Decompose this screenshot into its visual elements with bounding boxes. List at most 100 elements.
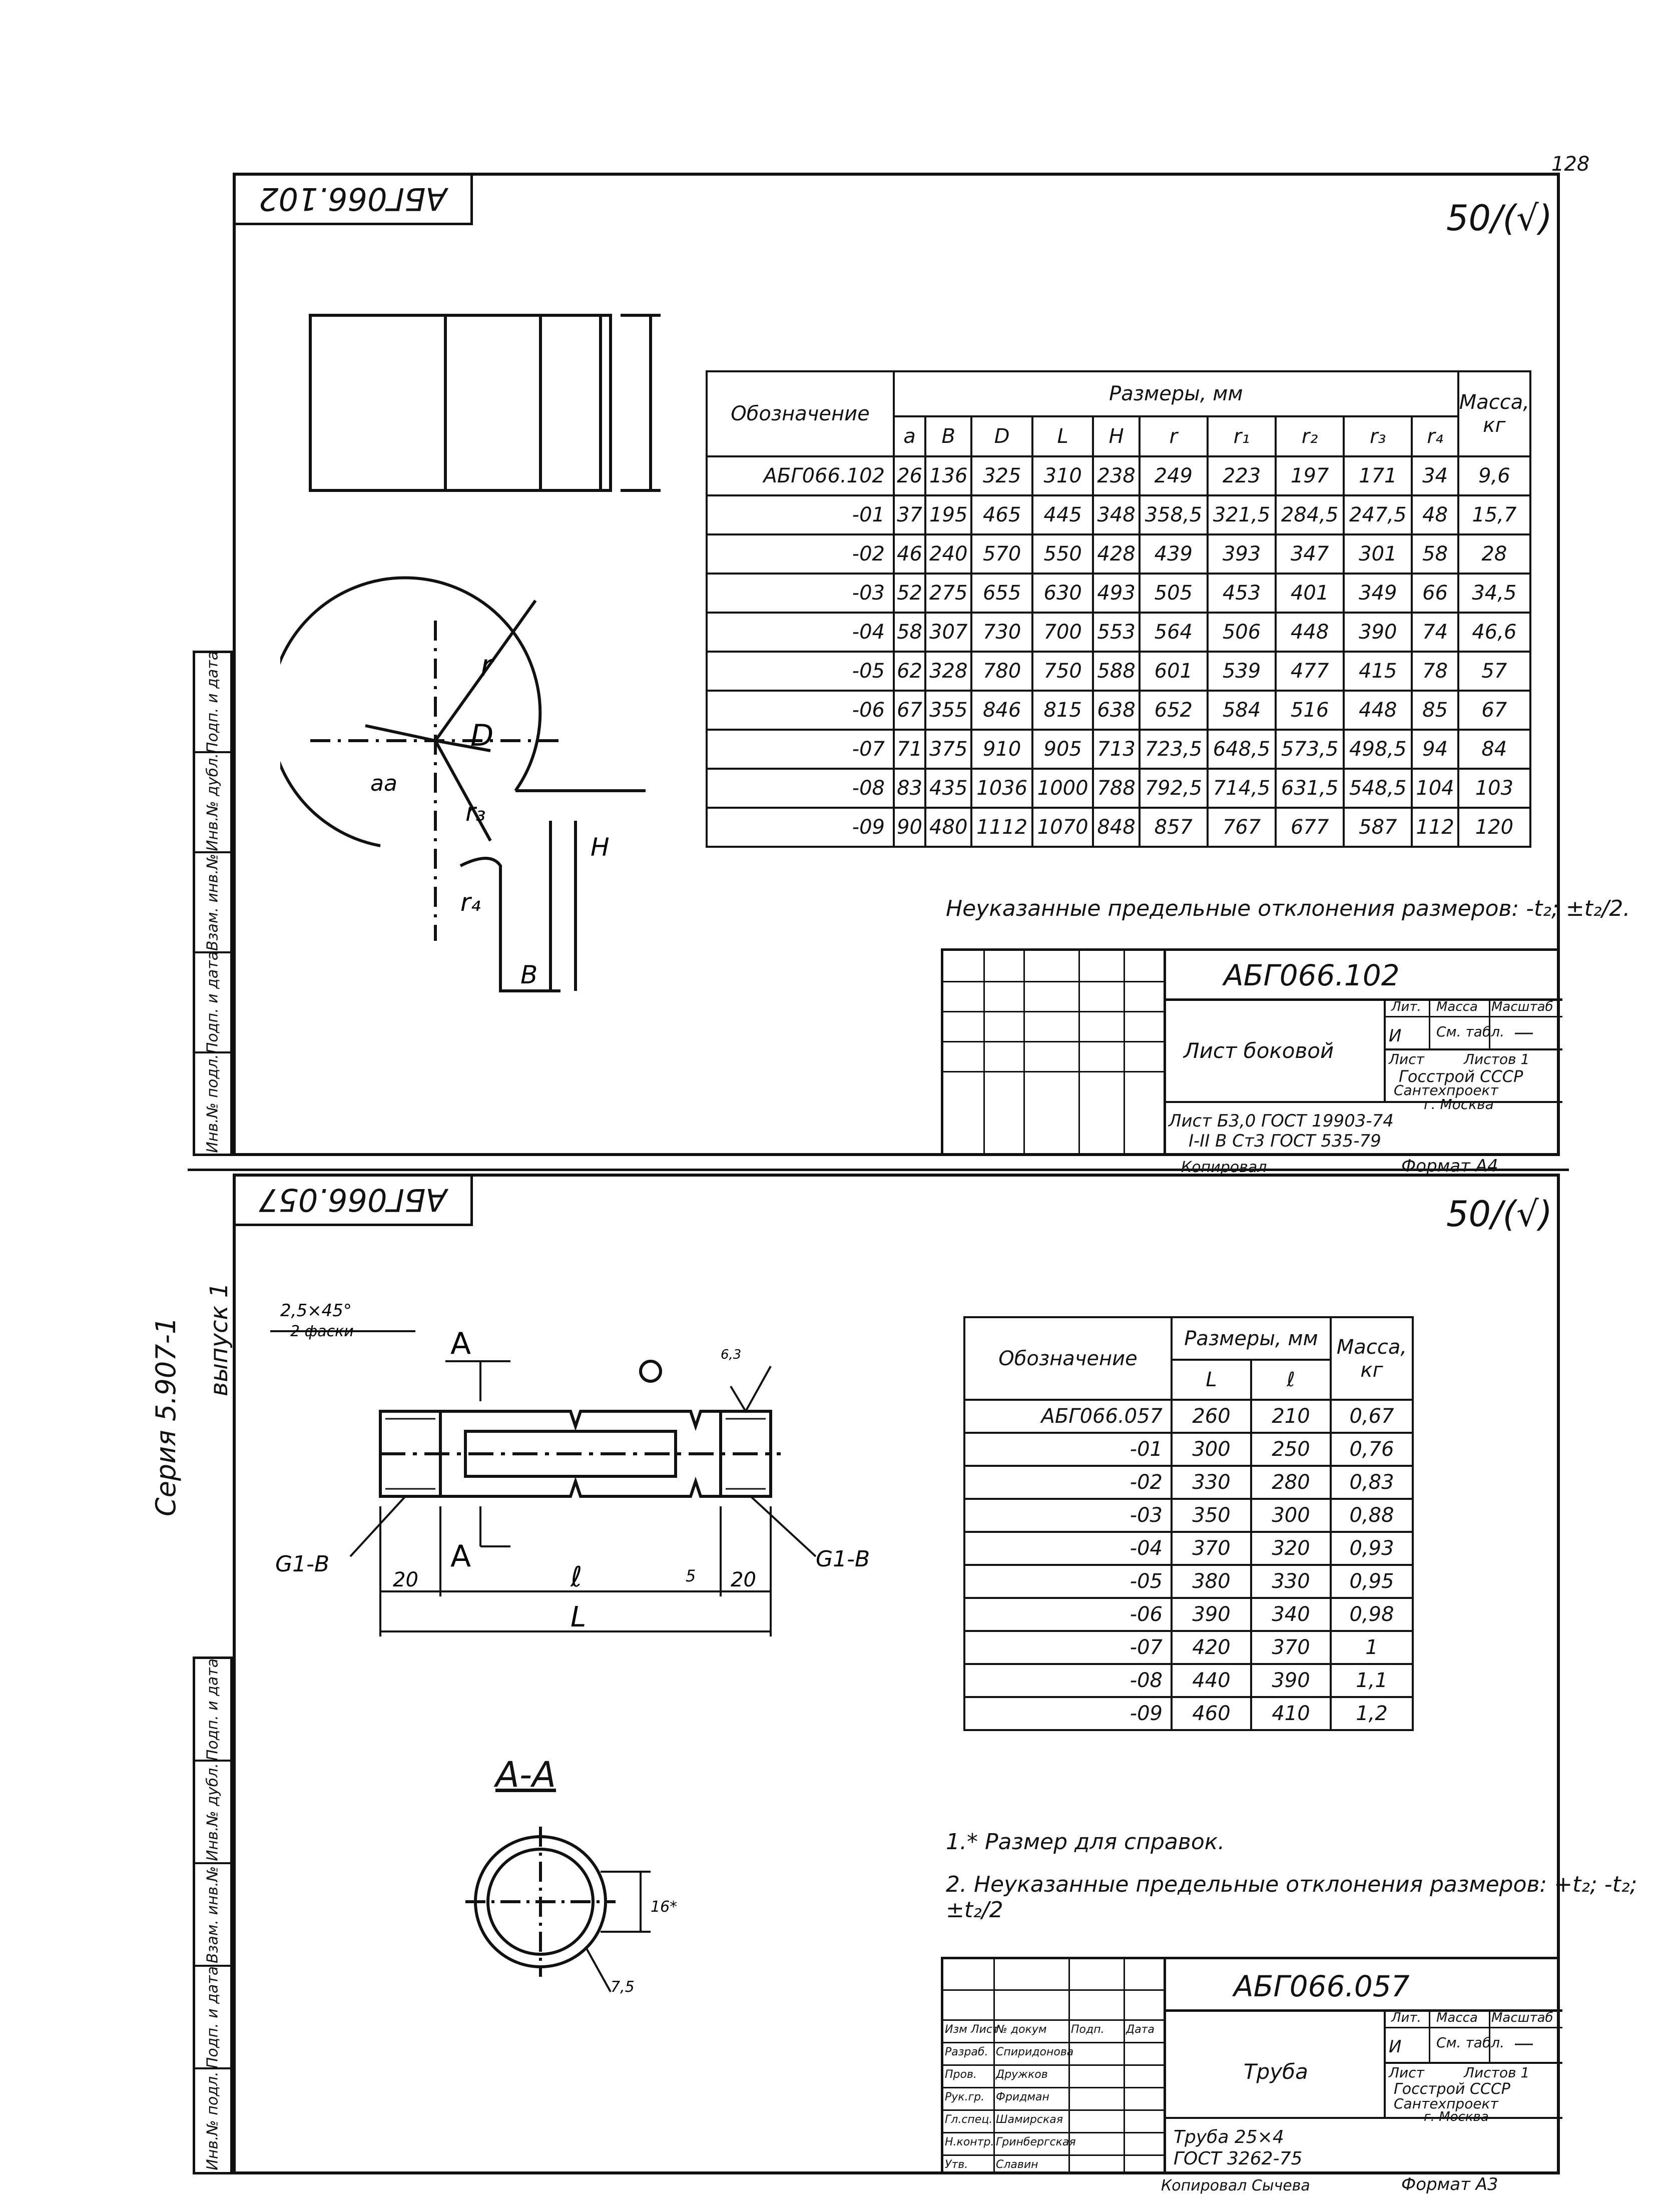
top-scale-value: — <box>1514 1021 1534 1044</box>
dim-L: L <box>571 1601 586 1633</box>
top-sheet-label: Лист <box>1389 1051 1424 1067</box>
column-header: r₁ <box>1206 415 1277 457</box>
row-designation: АБГ066.102 <box>706 455 895 496</box>
table-cell: 249 <box>1138 455 1209 496</box>
label-r3: r₃ <box>465 798 486 827</box>
top-scale-label: Масштаб <box>1491 999 1553 1014</box>
top-mass-label: Масса <box>1436 999 1478 1014</box>
row-designation: -02 <box>963 1465 1173 1500</box>
table-cell: 445 <box>1031 494 1094 535</box>
table-cell: 0,95 <box>1330 1564 1414 1599</box>
column-header: r₄ <box>1411 415 1459 457</box>
table-cell: 355 <box>924 690 973 731</box>
table-cell: 460 <box>1171 1696 1252 1731</box>
column-header: L <box>1171 1359 1252 1401</box>
table-cell: 358,5 <box>1138 494 1209 535</box>
side-label: Инв.№ подл. <box>204 1054 222 1153</box>
page-number: 128 <box>1551 153 1590 176</box>
table-cell: 410 <box>1250 1696 1332 1731</box>
table-cell: 28 <box>1457 533 1532 575</box>
table-cell: 480 <box>924 807 973 848</box>
bottom-part-name: Труба <box>1244 2059 1308 2084</box>
table-cell: 0,98 <box>1330 1597 1414 1632</box>
table-cell: 330 <box>1171 1465 1252 1500</box>
side-label: Подп. и дата <box>204 951 222 1054</box>
header-designation: Обозначение <box>963 1316 1173 1401</box>
table-cell: 350 <box>1171 1498 1252 1533</box>
top-part-name: Лист боковой <box>1184 1038 1334 1063</box>
issue-label: выпуск 1 <box>205 1282 233 1396</box>
table-cell: 788 <box>1092 768 1141 809</box>
bottom-roughness-mark: 50/(√) <box>1446 1194 1552 1235</box>
top-material-1: Лист Б3,0 ГОСТ 19903-74 <box>1169 1111 1394 1131</box>
table-cell: 240 <box>924 533 973 575</box>
table-cell: 307 <box>924 612 973 653</box>
top-tolerance-note: Неуказанные предельные отклонения размер… <box>946 896 1630 921</box>
bottom-org-2: Сантехпроект <box>1394 2095 1498 2112</box>
table-cell: 601 <box>1138 651 1209 692</box>
role-label: Разраб. <box>945 2046 988 2058</box>
top-part-drawing: r D r₃ r₄ aa B H <box>280 314 661 992</box>
table-cell: 280 <box>1250 1465 1332 1500</box>
table-cell: 505 <box>1138 573 1209 614</box>
column-header: D <box>970 415 1033 457</box>
dim-l: ℓ <box>570 1561 582 1593</box>
header-designation: Обозначение <box>706 370 895 457</box>
person-name: Дружков <box>996 2068 1048 2081</box>
role-label: Изм <box>945 2023 967 2036</box>
top-format: Формат А4 <box>1401 1156 1498 1176</box>
table-cell: 848 <box>1092 807 1141 848</box>
table-cell: 48 <box>1411 494 1459 535</box>
table-cell: 238 <box>1092 455 1141 496</box>
table-cell: 723,5 <box>1138 729 1209 770</box>
header-mass: Масса, кг <box>1330 1316 1414 1401</box>
table-cell: 0,83 <box>1330 1465 1414 1500</box>
thread-right: G1-B <box>816 1546 870 1572</box>
role-label: Н.контр. <box>945 2136 994 2148</box>
table-cell: 1112 <box>970 807 1033 848</box>
row-designation: -09 <box>706 807 895 848</box>
bottom-format: Формат А3 <box>1401 2174 1498 2194</box>
table-cell: 677 <box>1275 807 1345 848</box>
section-drawing: 16* 7,5 <box>465 1827 677 1996</box>
top-title-block: АБГ066.102 Лист боковой Лист Б3,0 ГОСТ 1… <box>941 948 1562 1156</box>
table-cell: 195 <box>924 494 973 535</box>
table-cell: 1 <box>1330 1630 1414 1665</box>
row-designation: -08 <box>706 768 895 809</box>
table-cell: 587 <box>1343 807 1413 848</box>
row-designation: -03 <box>706 573 895 614</box>
table-cell: 539 <box>1206 651 1277 692</box>
side-label: Подп. и дата <box>204 651 222 754</box>
side-label: Инв.№ подл. <box>204 2071 222 2170</box>
bottom-material-2: ГОСТ 3262-75 <box>1174 2148 1303 2169</box>
table-cell: 300 <box>1250 1498 1332 1533</box>
table-cell: 46,6 <box>1457 612 1532 653</box>
series-label: Серия 5.907-1 <box>150 1317 182 1516</box>
person-name: Гринбергская <box>996 2136 1076 2148</box>
dim-75: 7,5 <box>611 1978 635 1996</box>
table-cell: 325 <box>970 455 1033 496</box>
table-cell: 0,76 <box>1330 1432 1414 1467</box>
table-cell: 52 <box>892 573 927 614</box>
table-cell: 714,5 <box>1206 768 1277 809</box>
label-r4: r₄ <box>460 888 481 917</box>
table-cell: 136 <box>924 455 973 496</box>
table-cell: 223 <box>1206 455 1277 496</box>
table-cell: 370 <box>1171 1531 1252 1566</box>
column-header: r₃ <box>1343 415 1413 457</box>
bottom-note-2: 2. Неуказанные предельные отклонения раз… <box>946 1872 1637 1923</box>
table-cell: 393 <box>1206 533 1277 575</box>
role-label: № докум <box>996 2023 1047 2036</box>
bottom-mass-value: См. табл. <box>1436 2034 1505 2051</box>
table-cell: 498,5 <box>1343 729 1413 770</box>
table-cell: 1036 <box>970 768 1033 809</box>
chamfer-count-label: 2 фаски <box>290 1323 354 1340</box>
table-cell: 58 <box>1411 533 1459 575</box>
